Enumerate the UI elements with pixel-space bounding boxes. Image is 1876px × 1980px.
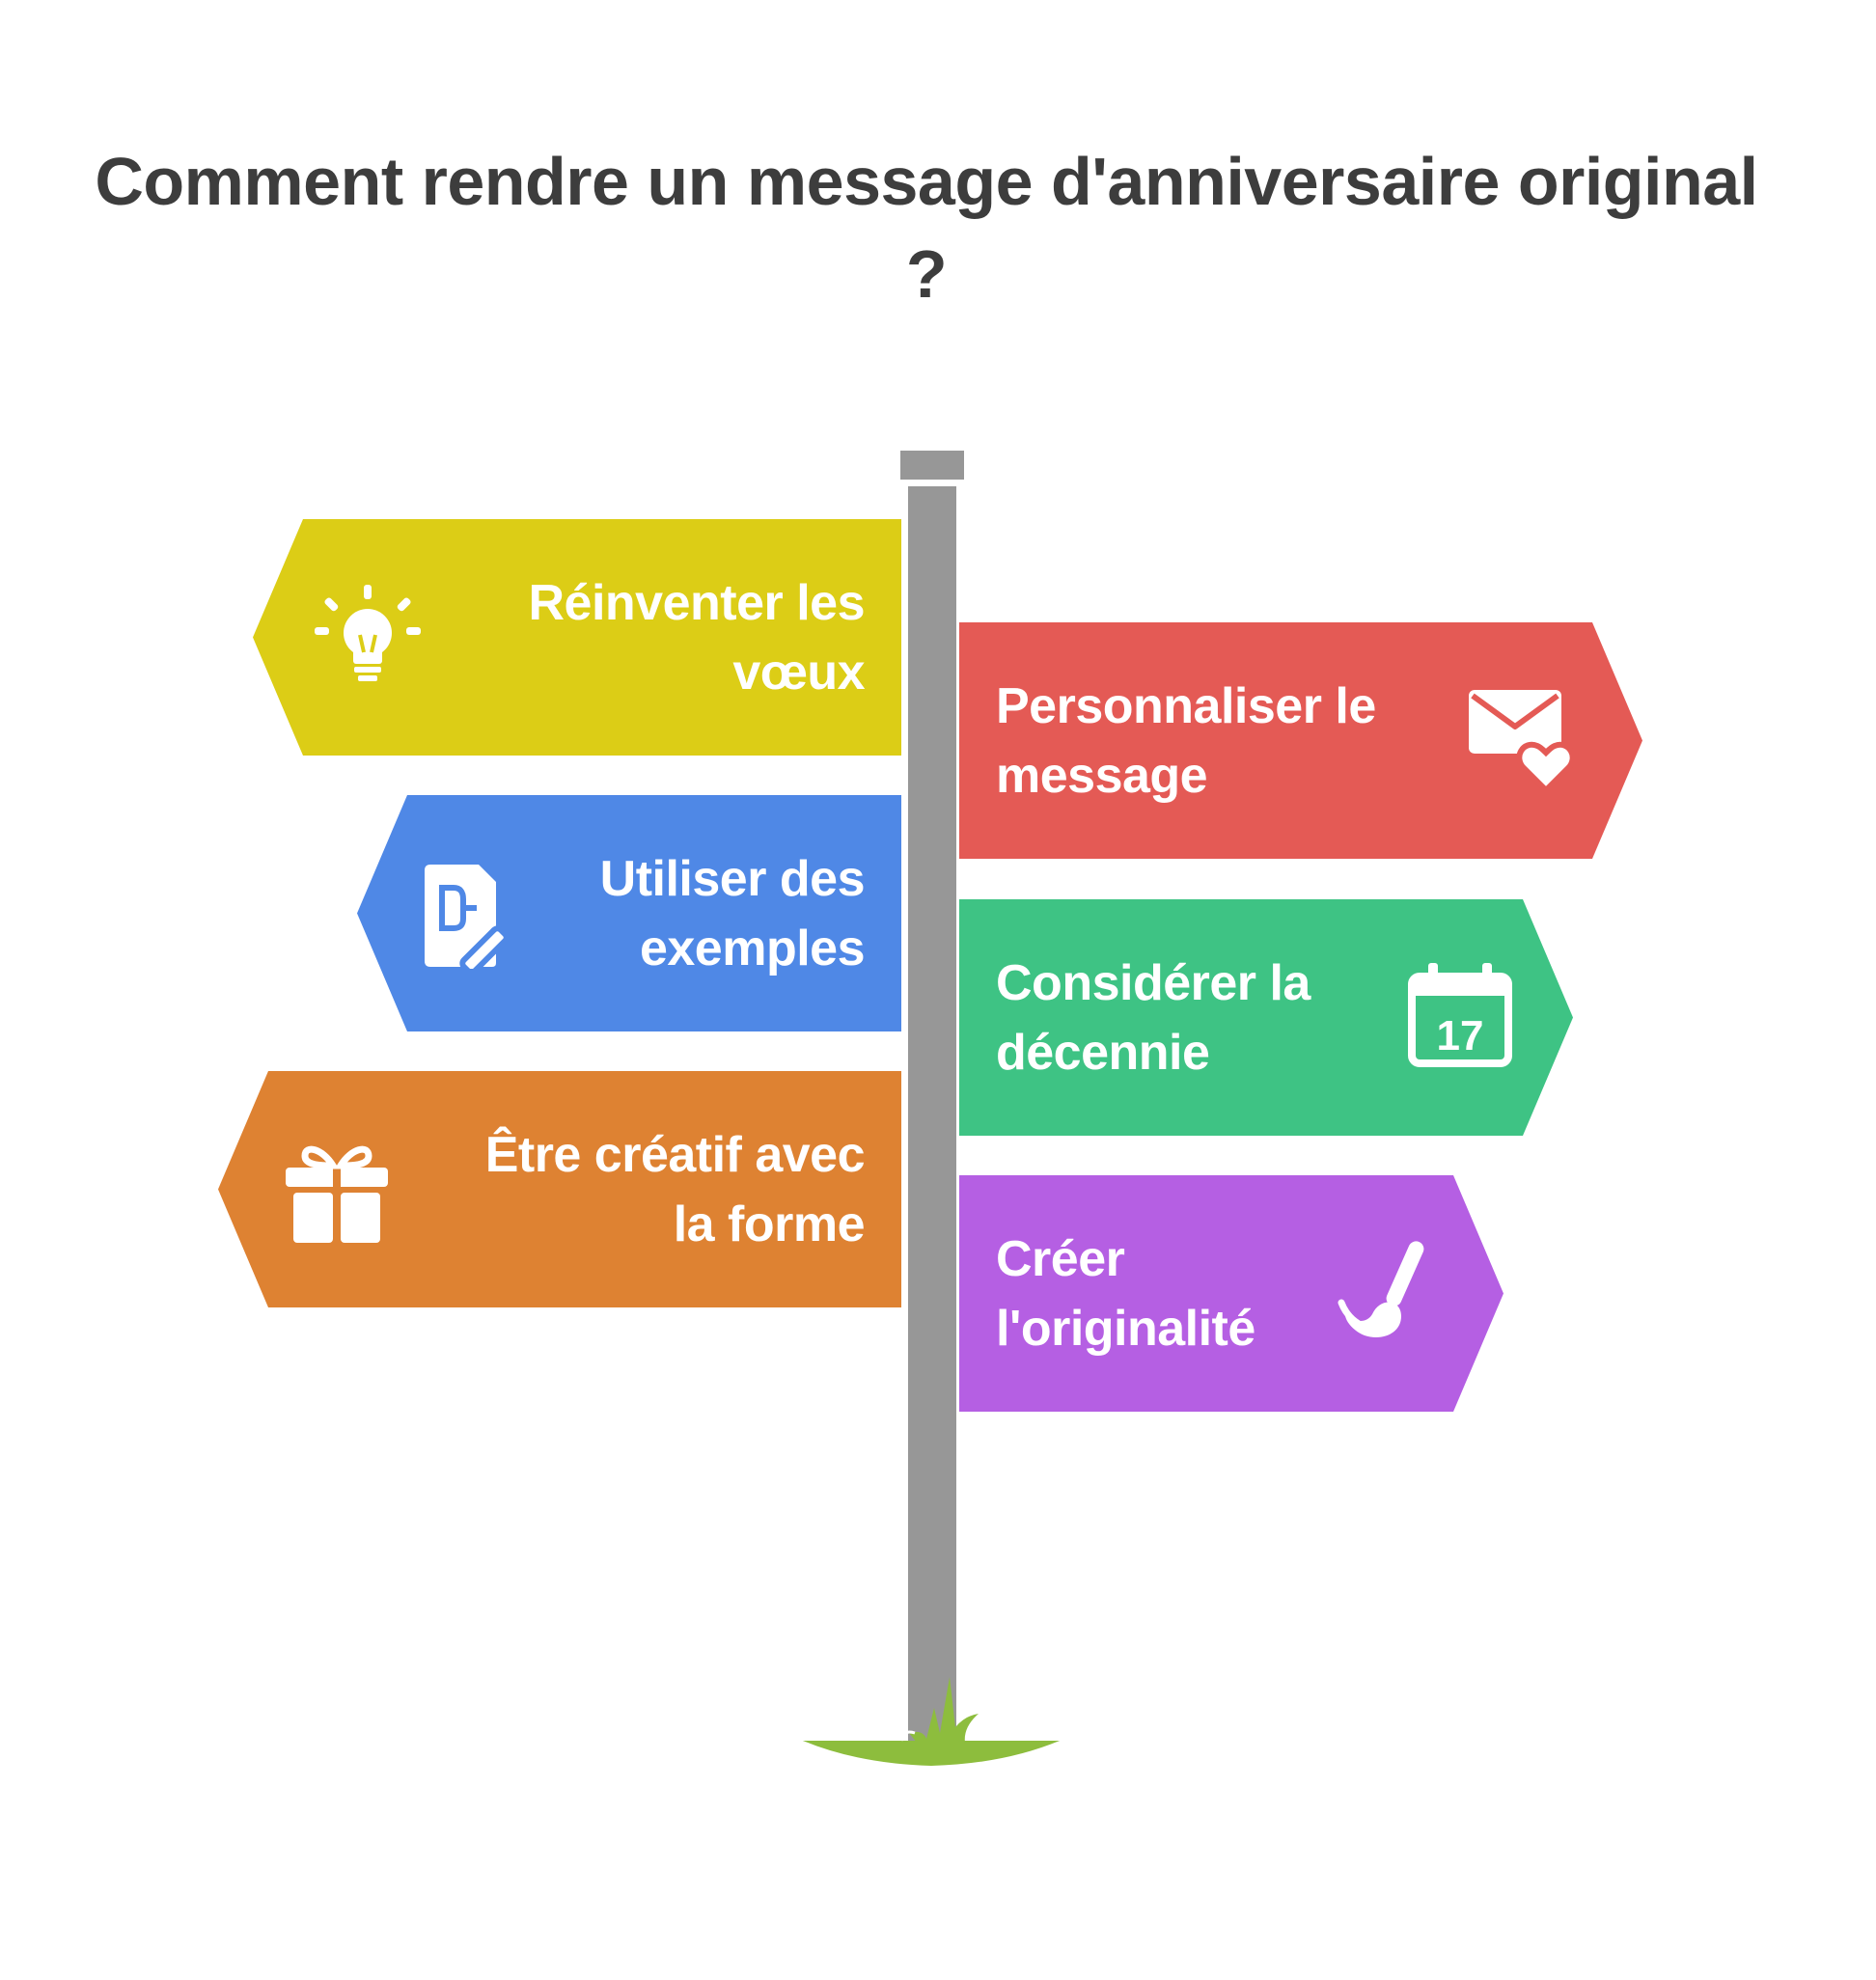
document-edit-icon [425,865,510,969]
sign-label: Utiliser des exemples [599,795,866,1031]
grass-mound [803,1677,1060,1766]
sign-personnaliser-le-message: Personnaliser le message [959,622,1642,859]
title-line-2: ? [905,236,948,312]
sign-shape [959,622,1642,859]
sign-label-line-1: Réinventer les [528,574,866,631]
sign-considerer-la-decennie: 17 Considérer la décennie [959,899,1573,1136]
lightbulb-icon [315,585,421,681]
sign-utiliser-des-exemples: Utiliser des exemples [357,795,901,1031]
sign-label-line-2: vœux [732,644,865,701]
calendar-day: 17 [1437,1012,1484,1059]
sign-shape [357,795,901,1031]
sign-reinventer-les-voeux: Réinventer les vœux [253,519,901,756]
sign-label-line-2: décennie [996,1024,1210,1081]
sign-etre-creatif-avec-la-forme: Être créatif avec la forme [218,1071,901,1307]
sign-label: Être créatif avec la forme [484,1071,866,1307]
sign-label-line-1: Utiliser des [599,850,866,907]
sign-label: Personnaliser le message [996,622,1376,859]
paintbrush-icon [1338,1241,1424,1337]
diagram-title: Comment rendre un message d'anniversaire… [58,135,1795,320]
sign-label: Considérer la décennie [996,899,1310,1136]
sign-shape [218,1071,901,1307]
title-line-1: Comment rendre un message d'anniversaire… [95,144,1758,219]
sign-label-line-1: Créer [996,1230,1125,1287]
sign-label-line-2: la forme [673,1196,866,1252]
sign-label: Réinventer les vœux [529,519,866,756]
signpost-cap [900,451,964,480]
sign-shape [959,1175,1504,1412]
sign-label-line-1: Personnaliser le [996,677,1376,734]
sign-label-line-2: message [996,747,1208,804]
sign-label-line-2: exemples [639,920,866,976]
calendar-icon: 17 [1408,963,1512,1067]
gift-icon [286,1145,388,1243]
sign-shape [253,519,901,756]
sign-label: Créer l'originalité [996,1175,1255,1412]
sign-shape [959,899,1573,1136]
envelope-heart-icon [1469,690,1573,788]
sign-label-line-2: l'originalité [996,1300,1255,1357]
sign-creer-loriginalite: Créer l'originalité [959,1175,1504,1412]
sign-label-line-1: Considérer la [996,954,1310,1011]
sign-label-line-1: Être créatif avec [484,1126,866,1183]
signpost-pole [908,486,956,1741]
